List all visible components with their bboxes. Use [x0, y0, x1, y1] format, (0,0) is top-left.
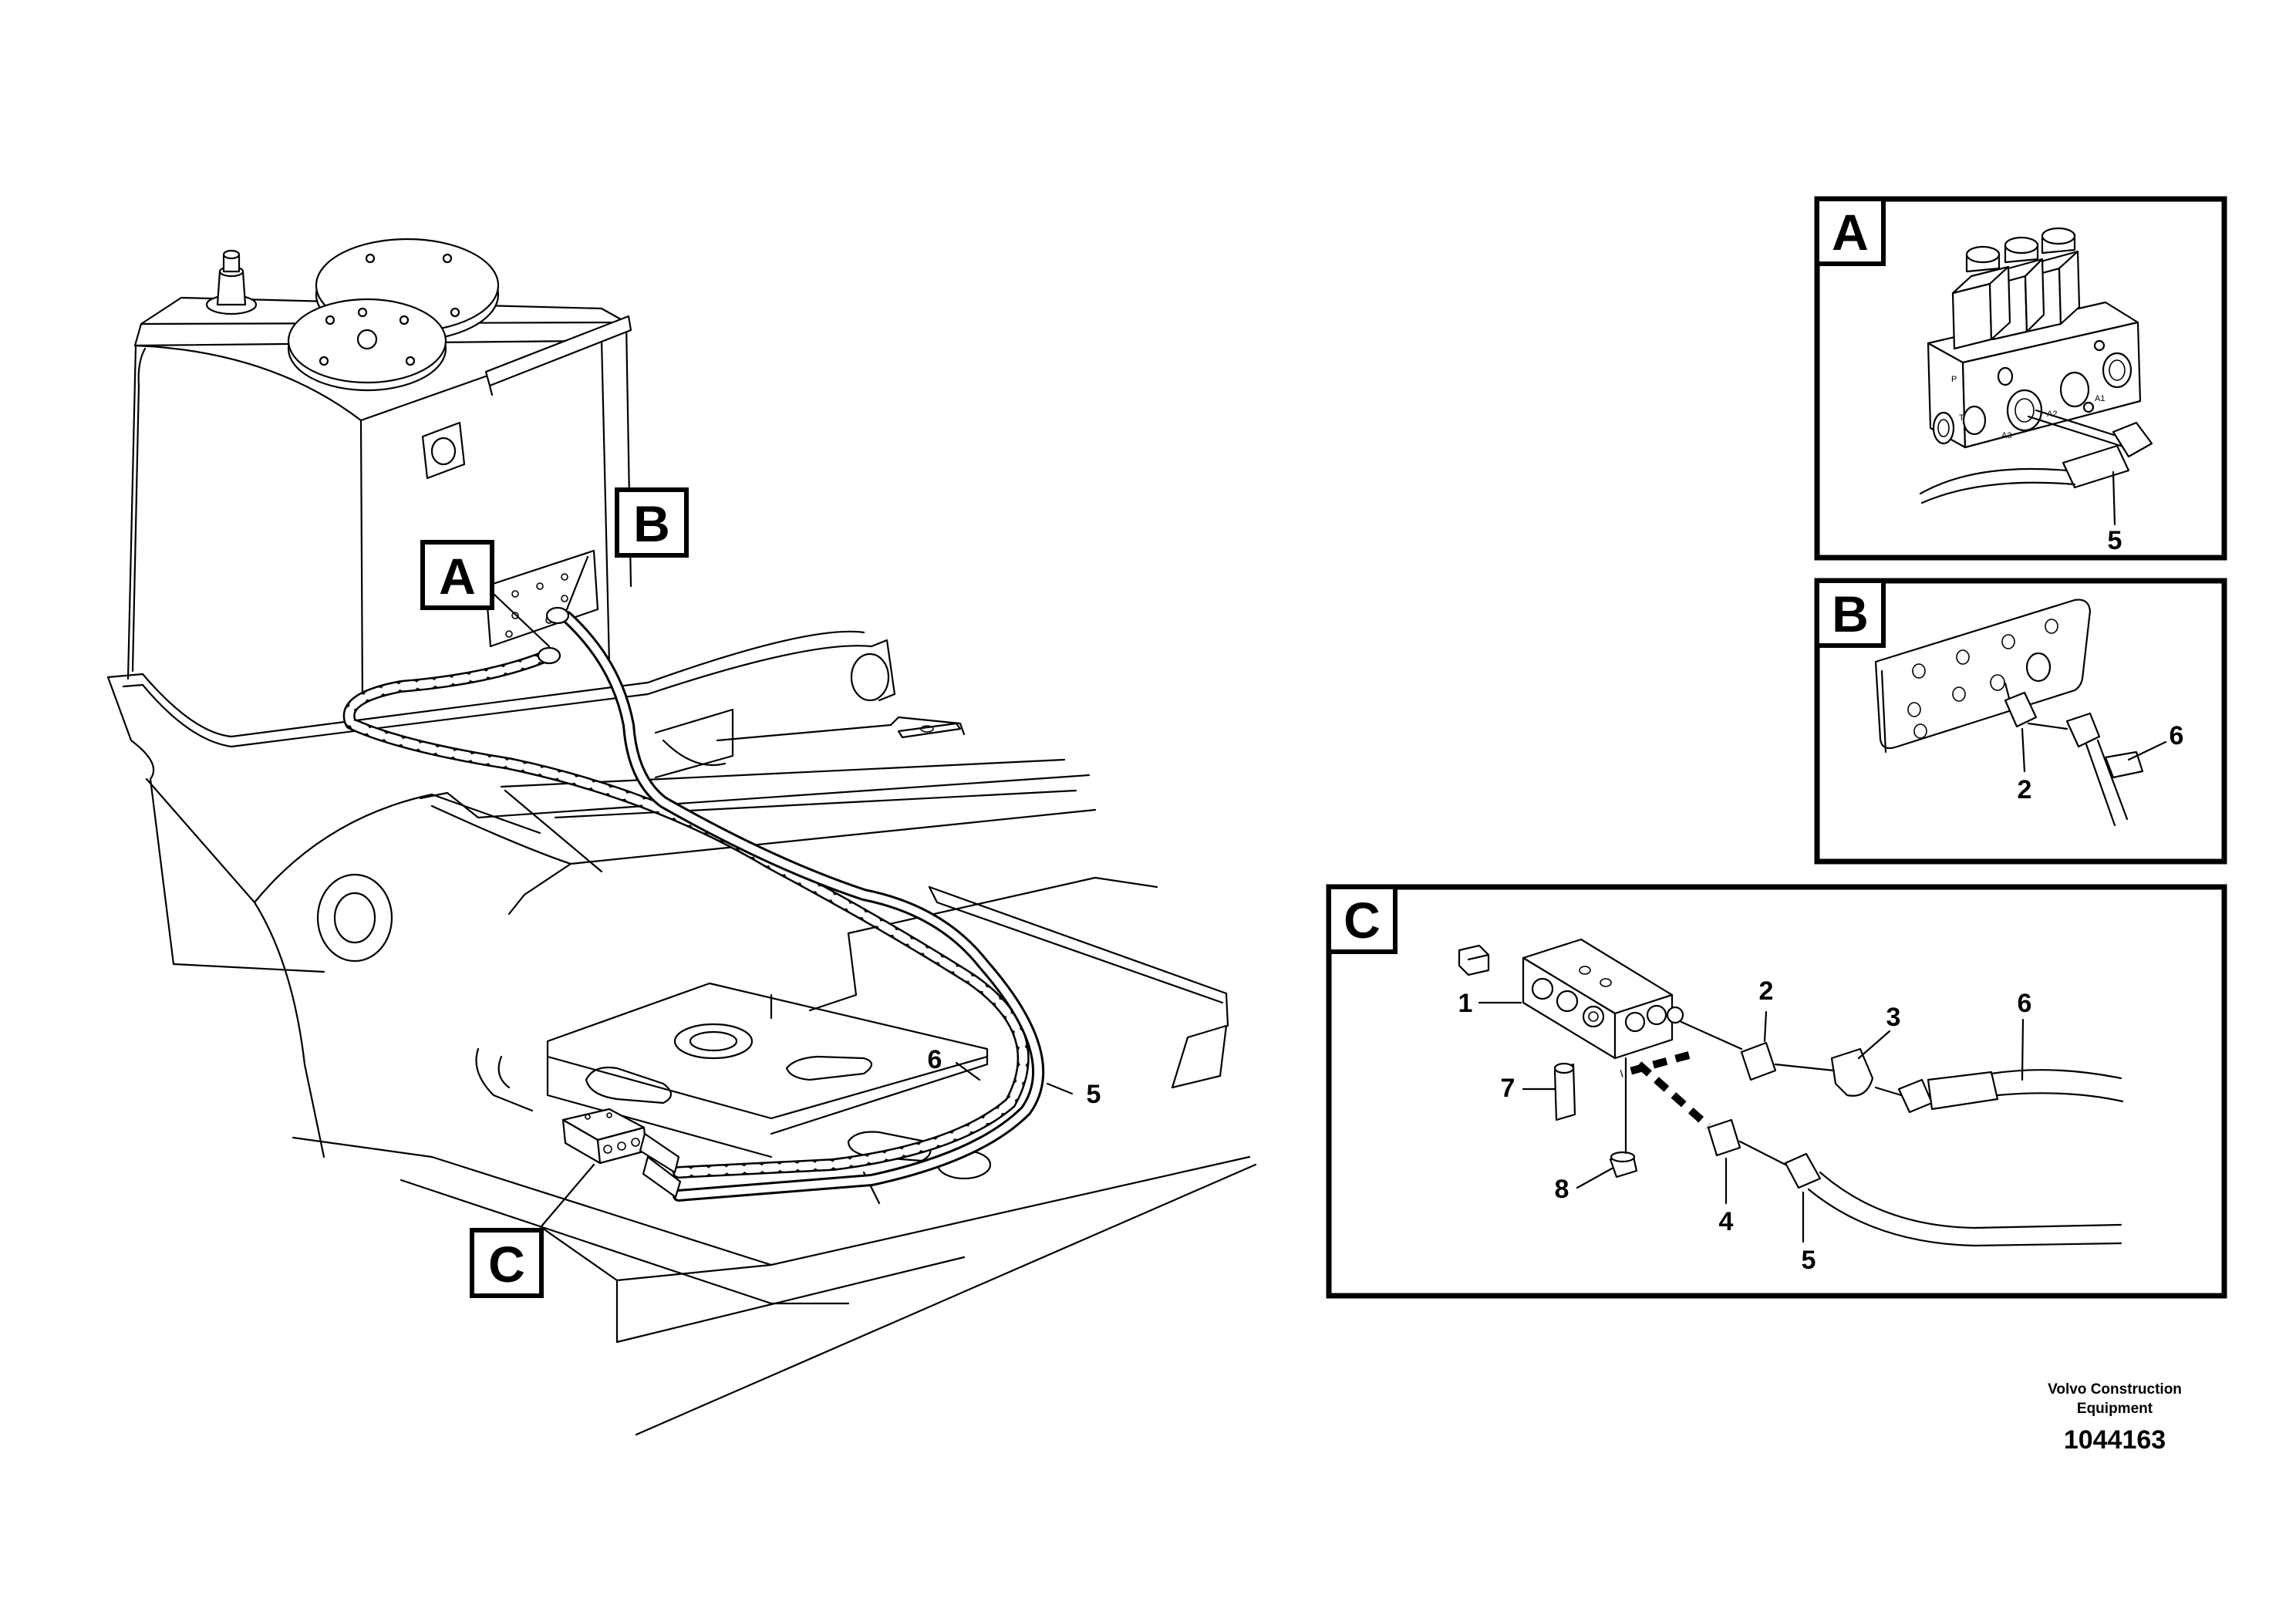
machine-frame — [106, 630, 1257, 1436]
item-7-label-c: 7 — [1501, 1074, 1515, 1103]
mounting-plate-b — [1874, 599, 2092, 754]
callout-b-main: B — [615, 487, 689, 558]
item-2-label-b: 2 — [2018, 775, 2032, 804]
port-label-a1: A1 — [2095, 394, 2105, 403]
solenoid-valve-block: A3 A2 A1 P T — [1927, 227, 2142, 449]
item-8-label-c: 8 — [1555, 1175, 1569, 1204]
svg-text:B: B — [633, 495, 670, 552]
item-4-label-c: 4 — [1719, 1207, 1734, 1236]
item-5-label-c: 5 — [1802, 1246, 1816, 1275]
item-1-label-c: 1 — [1458, 989, 1473, 1018]
port-label-t: T — [1959, 413, 1964, 423]
distribution-block-c — [1522, 938, 1684, 1060]
detail-panel-b: B 2 6 — [1814, 578, 2227, 865]
drawing-number: 1044163 — [2064, 1425, 2166, 1455]
item-6-label-b: 6 — [2170, 721, 2184, 750]
callout-c-main: C — [470, 1228, 544, 1298]
item-2-label-c: 2 — [1759, 976, 1774, 1006]
main-view: A B C 6 5 — [106, 238, 1257, 1436]
item-5-label-a: 5 — [2108, 526, 2122, 555]
maker-line-1: Volvo Construction — [2048, 1381, 2182, 1398]
item-5-label-main: 5 — [1087, 1080, 1101, 1109]
footer-block: Volvo Construction Equipment 1044163 — [2048, 1381, 2182, 1455]
panel-b-tag: B — [1832, 585, 1869, 642]
hose-5-solid — [561, 611, 1045, 1202]
panel-a-tag: A — [1832, 204, 1869, 261]
panel-c-tag: C — [1344, 892, 1381, 949]
distribution-block-main — [561, 1108, 648, 1165]
hydraulic-tank — [126, 238, 632, 703]
plug-item — [1458, 944, 1490, 976]
item-3-label-c: 3 — [1886, 1003, 1901, 1032]
item-6-label-main: 6 — [928, 1045, 942, 1074]
detail-panel-c: C — [1326, 884, 2227, 1299]
port-label-p: P — [1951, 375, 1957, 384]
detail-panel-a: A — [1814, 196, 2227, 561]
port-label-a3: A3 — [2001, 431, 2011, 440]
item-6-label-c: 6 — [2018, 989, 2032, 1018]
callout-a-main: A — [420, 540, 494, 610]
svg-text:A: A — [439, 548, 476, 605]
maker-line-2: Equipment — [2077, 1401, 2153, 1417]
svg-text:C: C — [488, 1236, 525, 1293]
